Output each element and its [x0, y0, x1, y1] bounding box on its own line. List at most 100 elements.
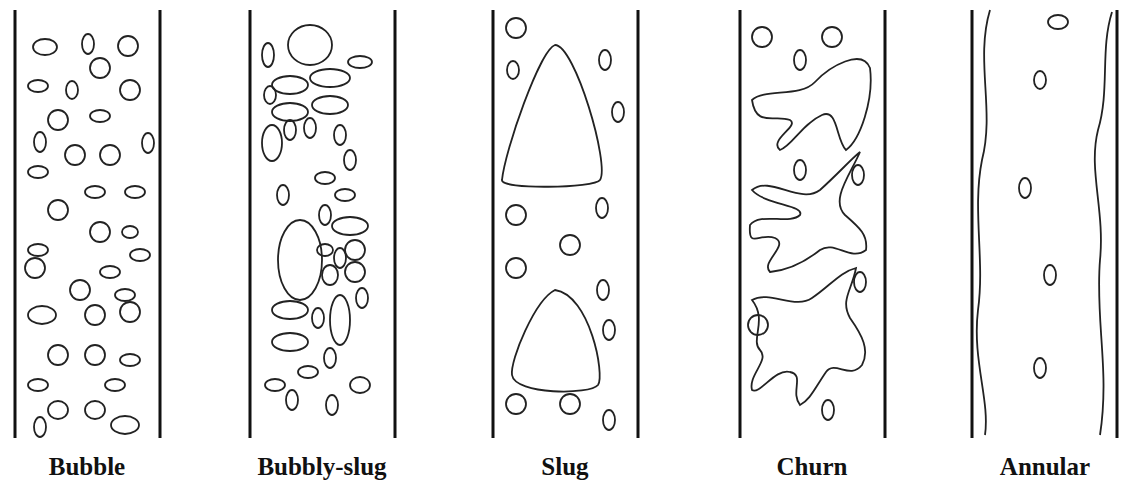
- flow-regime-label: Slug: [541, 452, 588, 482]
- gas-bubble: [284, 120, 296, 140]
- gas-bubble: [120, 80, 140, 100]
- gas-bubble: [612, 102, 624, 122]
- gas-bubble: [506, 205, 526, 225]
- flow-regime-label: Annular: [1000, 452, 1090, 482]
- taylor-bubbles: [502, 45, 602, 392]
- gas-bubble: [334, 125, 346, 145]
- gas-bubble: [288, 25, 332, 65]
- gas-bubble: [822, 27, 842, 47]
- gas-bubble: [85, 401, 105, 419]
- gas-bubble: [560, 235, 580, 255]
- gas-bubble: [350, 377, 370, 393]
- gas-bubble: [326, 395, 338, 415]
- gas-bubble: [70, 280, 90, 300]
- gas-bubbles: [25, 15, 1068, 437]
- pipe-walls: [15, 10, 1117, 438]
- gas-bubble: [100, 266, 120, 278]
- gas-bubble: [1048, 15, 1068, 29]
- gas-bubble: [264, 86, 276, 104]
- gas-bubble: [506, 394, 526, 414]
- gas-bubble: [90, 58, 110, 78]
- gas-bubble: [122, 226, 138, 238]
- gas-bubble: [312, 96, 348, 114]
- annular-liquid-film: [977, 10, 1112, 435]
- gas-bubble: [48, 200, 68, 220]
- gas-bubble: [507, 61, 519, 79]
- gas-bubble: [125, 186, 145, 198]
- gas-bubble: [335, 189, 355, 201]
- gas-bubble: [28, 244, 48, 256]
- gas-bubble: [597, 280, 609, 300]
- gas-bubble: [1044, 265, 1056, 285]
- gas-bubble: [599, 50, 611, 70]
- gas-bubble: [120, 302, 140, 322]
- gas-bubble: [298, 366, 318, 378]
- gas-bubble: [48, 110, 68, 130]
- gas-bubble: [312, 308, 324, 328]
- gas-bubble: [278, 220, 322, 300]
- gas-bubble: [356, 288, 368, 308]
- gas-bubble: [25, 258, 45, 278]
- gas-bubble: [262, 125, 282, 161]
- gas-bubble: [111, 416, 139, 434]
- gas-bubble: [85, 345, 105, 365]
- gas-bubble: [1019, 178, 1031, 198]
- flow-regime-label: Churn: [777, 452, 848, 482]
- gas-bubble: [1034, 71, 1046, 89]
- gas-bubble: [319, 205, 331, 225]
- gas-bubble: [277, 185, 289, 205]
- gas-bubble: [794, 50, 806, 70]
- flow-regime-label: Bubbly-slug: [257, 452, 386, 482]
- gas-bubble: [85, 186, 105, 198]
- gas-bubble: [28, 379, 48, 391]
- gas-bubble: [90, 222, 110, 242]
- gas-bubble: [506, 258, 526, 278]
- gas-bubble: [28, 166, 48, 178]
- gas-bubble: [310, 69, 350, 87]
- gas-bubble: [118, 36, 138, 56]
- gas-bubble: [852, 165, 864, 185]
- gas-bubble: [822, 400, 834, 420]
- gas-bubble: [272, 333, 308, 351]
- gas-bubble: [28, 306, 56, 324]
- gas-bubble: [317, 244, 333, 256]
- gas-bubble: [33, 39, 57, 55]
- gas-bubble: [66, 81, 78, 99]
- gas-bubble: [603, 410, 615, 430]
- gas-bubble: [105, 379, 125, 391]
- gas-bubble: [262, 43, 274, 67]
- gas-bubble: [272, 103, 308, 121]
- gas-bubble: [345, 240, 365, 260]
- gas-bubble: [272, 76, 308, 94]
- gas-bubble: [322, 265, 338, 285]
- gas-bubble: [34, 132, 46, 152]
- gas-bubble: [272, 301, 308, 319]
- gas-bubble: [854, 272, 866, 292]
- gas-bubble: [265, 379, 285, 391]
- gas-bubble: [304, 118, 316, 138]
- gas-bubble: [752, 27, 772, 47]
- gas-bubble: [596, 198, 608, 218]
- gas-bubble: [82, 34, 94, 54]
- gas-bubble: [1034, 358, 1046, 378]
- churn-gas-structures: [750, 59, 871, 405]
- gas-bubble: [65, 145, 85, 165]
- gas-bubble: [34, 417, 46, 437]
- gas-bubble: [48, 345, 68, 365]
- gas-bubble: [90, 110, 110, 122]
- gas-bubble: [115, 289, 135, 301]
- flow-regime-label: Bubble: [49, 452, 125, 482]
- gas-bubble: [345, 262, 365, 282]
- gas-bubble: [506, 18, 526, 38]
- gas-bubble: [794, 160, 806, 180]
- gas-bubble: [344, 150, 356, 170]
- gas-bubble: [315, 172, 335, 184]
- gas-bubble: [142, 133, 154, 153]
- gas-bubble: [286, 390, 298, 410]
- gas-bubble: [120, 354, 140, 366]
- gas-bubble: [603, 320, 615, 340]
- gas-bubble: [560, 394, 580, 414]
- gas-bubble: [332, 217, 368, 235]
- gas-bubble: [348, 56, 372, 68]
